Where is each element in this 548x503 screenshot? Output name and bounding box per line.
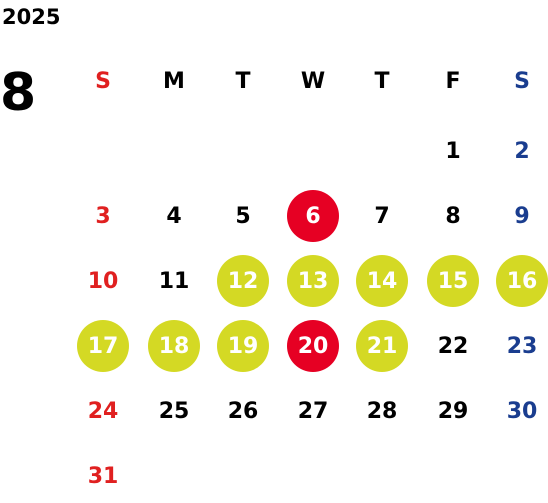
calendar-day: 29 <box>437 398 469 424</box>
calendar-day: 23 <box>506 333 538 359</box>
month-label: 8 <box>0 63 37 123</box>
calendar-day: 10 <box>87 268 119 294</box>
calendar-day: 22 <box>437 333 469 359</box>
weekday-header: M <box>163 68 185 94</box>
year-label: 2025 <box>2 5 61 29</box>
calendar-day: 11 <box>158 268 190 294</box>
weekday-header: S <box>514 68 530 94</box>
calendar-day: 24 <box>87 398 119 424</box>
calendar-day: 13 <box>287 255 339 307</box>
calendar-day: 5 <box>235 203 251 229</box>
calendar-day: 4 <box>166 203 182 229</box>
calendar-day: 14 <box>356 255 408 307</box>
calendar-day: 9 <box>514 203 530 229</box>
weekday-header: T <box>235 68 251 94</box>
calendar-day: 21 <box>356 320 408 372</box>
weekday-header: F <box>445 68 461 94</box>
calendar-day: 19 <box>217 320 269 372</box>
calendar-day: 12 <box>217 255 269 307</box>
calendar-day: 7 <box>374 203 390 229</box>
calendar-day: 16 <box>496 255 548 307</box>
calendar-day: 8 <box>445 203 461 229</box>
weekday-header: W <box>300 68 326 94</box>
calendar-day: 15 <box>427 255 479 307</box>
calendar-day: 28 <box>366 398 398 424</box>
calendar-day: 25 <box>158 398 190 424</box>
calendar-day: 20 <box>287 320 339 372</box>
weekday-header: T <box>374 68 390 94</box>
calendar-day: 26 <box>227 398 259 424</box>
calendar-day: 27 <box>297 398 329 424</box>
calendar-day: 6 <box>287 190 339 242</box>
calendar-day: 18 <box>148 320 200 372</box>
weekday-header: S <box>95 68 111 94</box>
calendar-day: 1 <box>445 138 461 164</box>
calendar-day: 3 <box>95 203 111 229</box>
calendar-day: 17 <box>77 320 129 372</box>
calendar-day: 31 <box>87 463 119 489</box>
calendar-day: 2 <box>514 138 530 164</box>
calendar-day: 30 <box>506 398 538 424</box>
